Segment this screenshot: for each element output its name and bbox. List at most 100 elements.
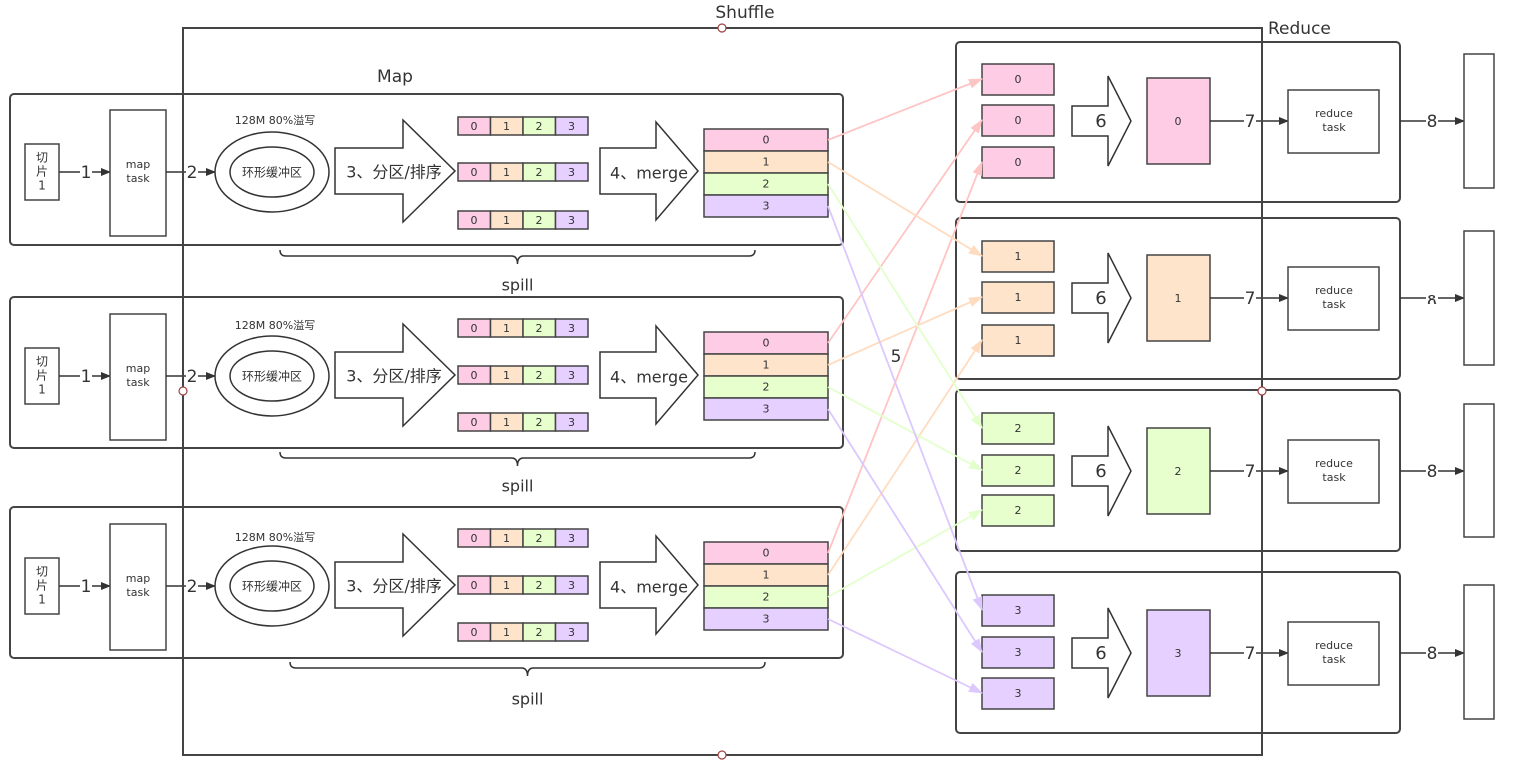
spill-partition-3[interactable] — [554, 622, 589, 642]
shuffle-line-map3-partition0 — [827, 161, 983, 554]
shuffle-line-map1-partition2 — [827, 183, 983, 429]
shuffle-line-map1-partition1 — [827, 161, 983, 257]
spill-partition-label: 1 — [503, 214, 510, 227]
ring-buffer-inner[interactable] — [229, 350, 315, 402]
reduce-merged-file[interactable] — [1146, 77, 1211, 165]
step6-label: 6 — [1095, 288, 1106, 309]
step6-label: 6 — [1095, 461, 1106, 482]
ring-buffer-inner[interactable] — [229, 146, 315, 198]
reduce-input-partition[interactable] — [981, 146, 1055, 179]
merged-partition-label: 1 — [763, 569, 770, 582]
step8-label: 8 — [1427, 462, 1438, 482]
merge-arrow — [599, 533, 699, 637]
step8-label: ጸ — [1427, 289, 1437, 309]
output-file[interactable] — [1463, 584, 1495, 720]
spill-partition-label: 2 — [536, 579, 543, 592]
reduce-input-partition[interactable] — [981, 454, 1055, 487]
map-task-box[interactable] — [109, 523, 167, 651]
reduce-merged-label: 1 — [1175, 292, 1182, 305]
buffer-caption: 128M 80%溢写 — [235, 113, 315, 127]
spill-partition-3[interactable] — [554, 412, 589, 432]
spill-partition-3[interactable] — [554, 162, 589, 182]
spill-partition-3[interactable] — [554, 365, 589, 385]
spill-partition-label: 0 — [471, 214, 478, 227]
merge-label: 4、merge — [610, 164, 688, 183]
ring-buffer-label: 环形缓冲区 — [242, 165, 302, 180]
spill-partition-label: 3 — [568, 532, 575, 545]
merged-partition-label: 3 — [763, 403, 770, 416]
reduce-input-partition[interactable] — [981, 677, 1055, 710]
input-split-box[interactable] — [24, 347, 60, 405]
reduce-input-partition[interactable] — [981, 63, 1055, 96]
spill-partition-3[interactable] — [554, 210, 589, 230]
shuffle-handle-top[interactable] — [717, 23, 727, 33]
spill-partition-label: 3 — [568, 369, 575, 382]
reduce-merge-arrow — [1071, 252, 1132, 344]
output-file[interactable] — [1463, 403, 1495, 538]
shuffle-handle-bottom[interactable] — [717, 750, 727, 760]
reduce-input-partition[interactable] — [981, 324, 1055, 357]
map-task-container[interactable] — [9, 296, 844, 449]
reduce-merged-label: 0 — [1175, 115, 1182, 128]
shuffle-line-map2-partition1 — [827, 296, 983, 366]
step1-label: 1 — [81, 367, 92, 387]
map-task-box[interactable] — [109, 109, 167, 237]
spill-partition-label: 1 — [503, 532, 510, 545]
output-file[interactable] — [1463, 53, 1495, 189]
reduce-task-box[interactable] — [1287, 439, 1380, 504]
reduce-input-partition[interactable] — [981, 104, 1055, 137]
reduce-input-label: 2 — [1015, 422, 1022, 435]
reduce-task-container[interactable] — [955, 41, 1401, 203]
reduce-input-partition[interactable] — [981, 412, 1055, 445]
ring-buffer-inner[interactable] — [229, 560, 315, 612]
spill-partition-label: 3 — [568, 322, 575, 335]
spill-partition-3[interactable] — [554, 116, 589, 136]
merged-partition-label: 0 — [763, 134, 770, 147]
shuffle-label: Shuffle — [715, 3, 774, 23]
shuffle-handle-left[interactable] — [178, 386, 188, 396]
shuffle-line-map1-partition0 — [827, 78, 983, 141]
spill-partition-label: 2 — [536, 214, 543, 227]
shuffle-line-map3-partition1 — [827, 339, 983, 576]
spill-partition-3[interactable] — [554, 318, 589, 338]
reduce-merged-file[interactable] — [1146, 254, 1211, 342]
shuffle-handle-right[interactable] — [1257, 386, 1267, 396]
partition-sort-label: 3、分区/排序 — [346, 163, 442, 182]
reduce-task-box[interactable] — [1287, 266, 1380, 331]
input-split-box[interactable] — [24, 557, 60, 615]
reduce-merged-label: 3 — [1175, 647, 1182, 660]
map-task-container[interactable] — [9, 93, 844, 246]
map-label: Map — [377, 67, 413, 87]
spill-partition-3[interactable] — [554, 575, 589, 595]
buffer-caption: 128M 80%溢写 — [235, 530, 315, 544]
merged-partition-label: 1 — [763, 359, 770, 372]
map-task-container[interactable] — [9, 506, 844, 659]
reduce-input-label: 1 — [1015, 250, 1022, 263]
reduce-task-box[interactable] — [1287, 89, 1380, 154]
shuffle-line-map2-partition0 — [827, 119, 983, 344]
reduce-merged-file[interactable] — [1146, 609, 1211, 697]
reduce-input-partition[interactable] — [981, 594, 1055, 627]
map-task-box[interactable] — [109, 313, 167, 441]
reduce-task-box[interactable] — [1287, 621, 1380, 686]
spill-partition-label: 0 — [471, 369, 478, 382]
output-file[interactable] — [1463, 230, 1495, 366]
step8-label: 8 — [1427, 644, 1438, 664]
spill-partition-3[interactable] — [554, 528, 589, 548]
spill-partition-label: 0 — [471, 120, 478, 133]
reduce-input-partition[interactable] — [981, 636, 1055, 669]
input-split-box[interactable] — [24, 143, 60, 201]
spill-partition-label: 0 — [471, 416, 478, 429]
reduce-input-label: 0 — [1015, 156, 1022, 169]
partition-sort-label: 3、分区/排序 — [346, 577, 442, 596]
